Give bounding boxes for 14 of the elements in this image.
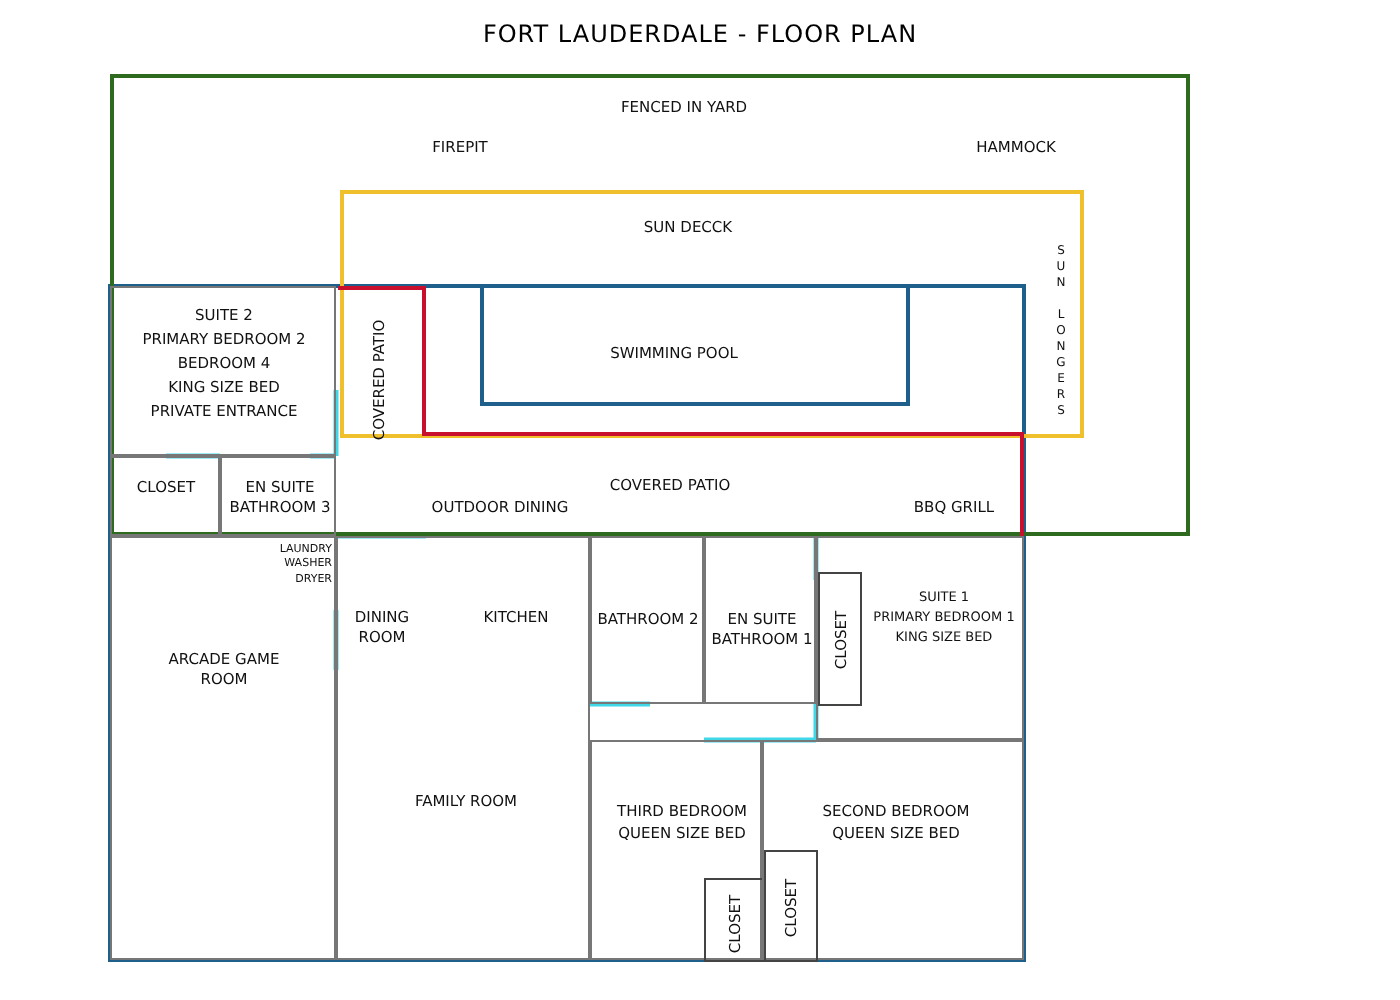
room-outline [110,536,336,960]
plan-title: FORT LAUDERDALE - FLOOR PLAN [480,20,920,48]
closet-outline [764,850,818,962]
room-outline [816,536,1024,740]
closet-outline [818,572,862,706]
room-outline [704,536,816,704]
room-outline [336,536,590,960]
room-outline [762,740,1024,960]
room-outline [590,740,762,960]
pool-outline [480,284,910,406]
room-outline [590,536,704,704]
yard-area [110,74,1190,536]
closet-outline [704,878,764,962]
deck-area [340,190,1084,438]
